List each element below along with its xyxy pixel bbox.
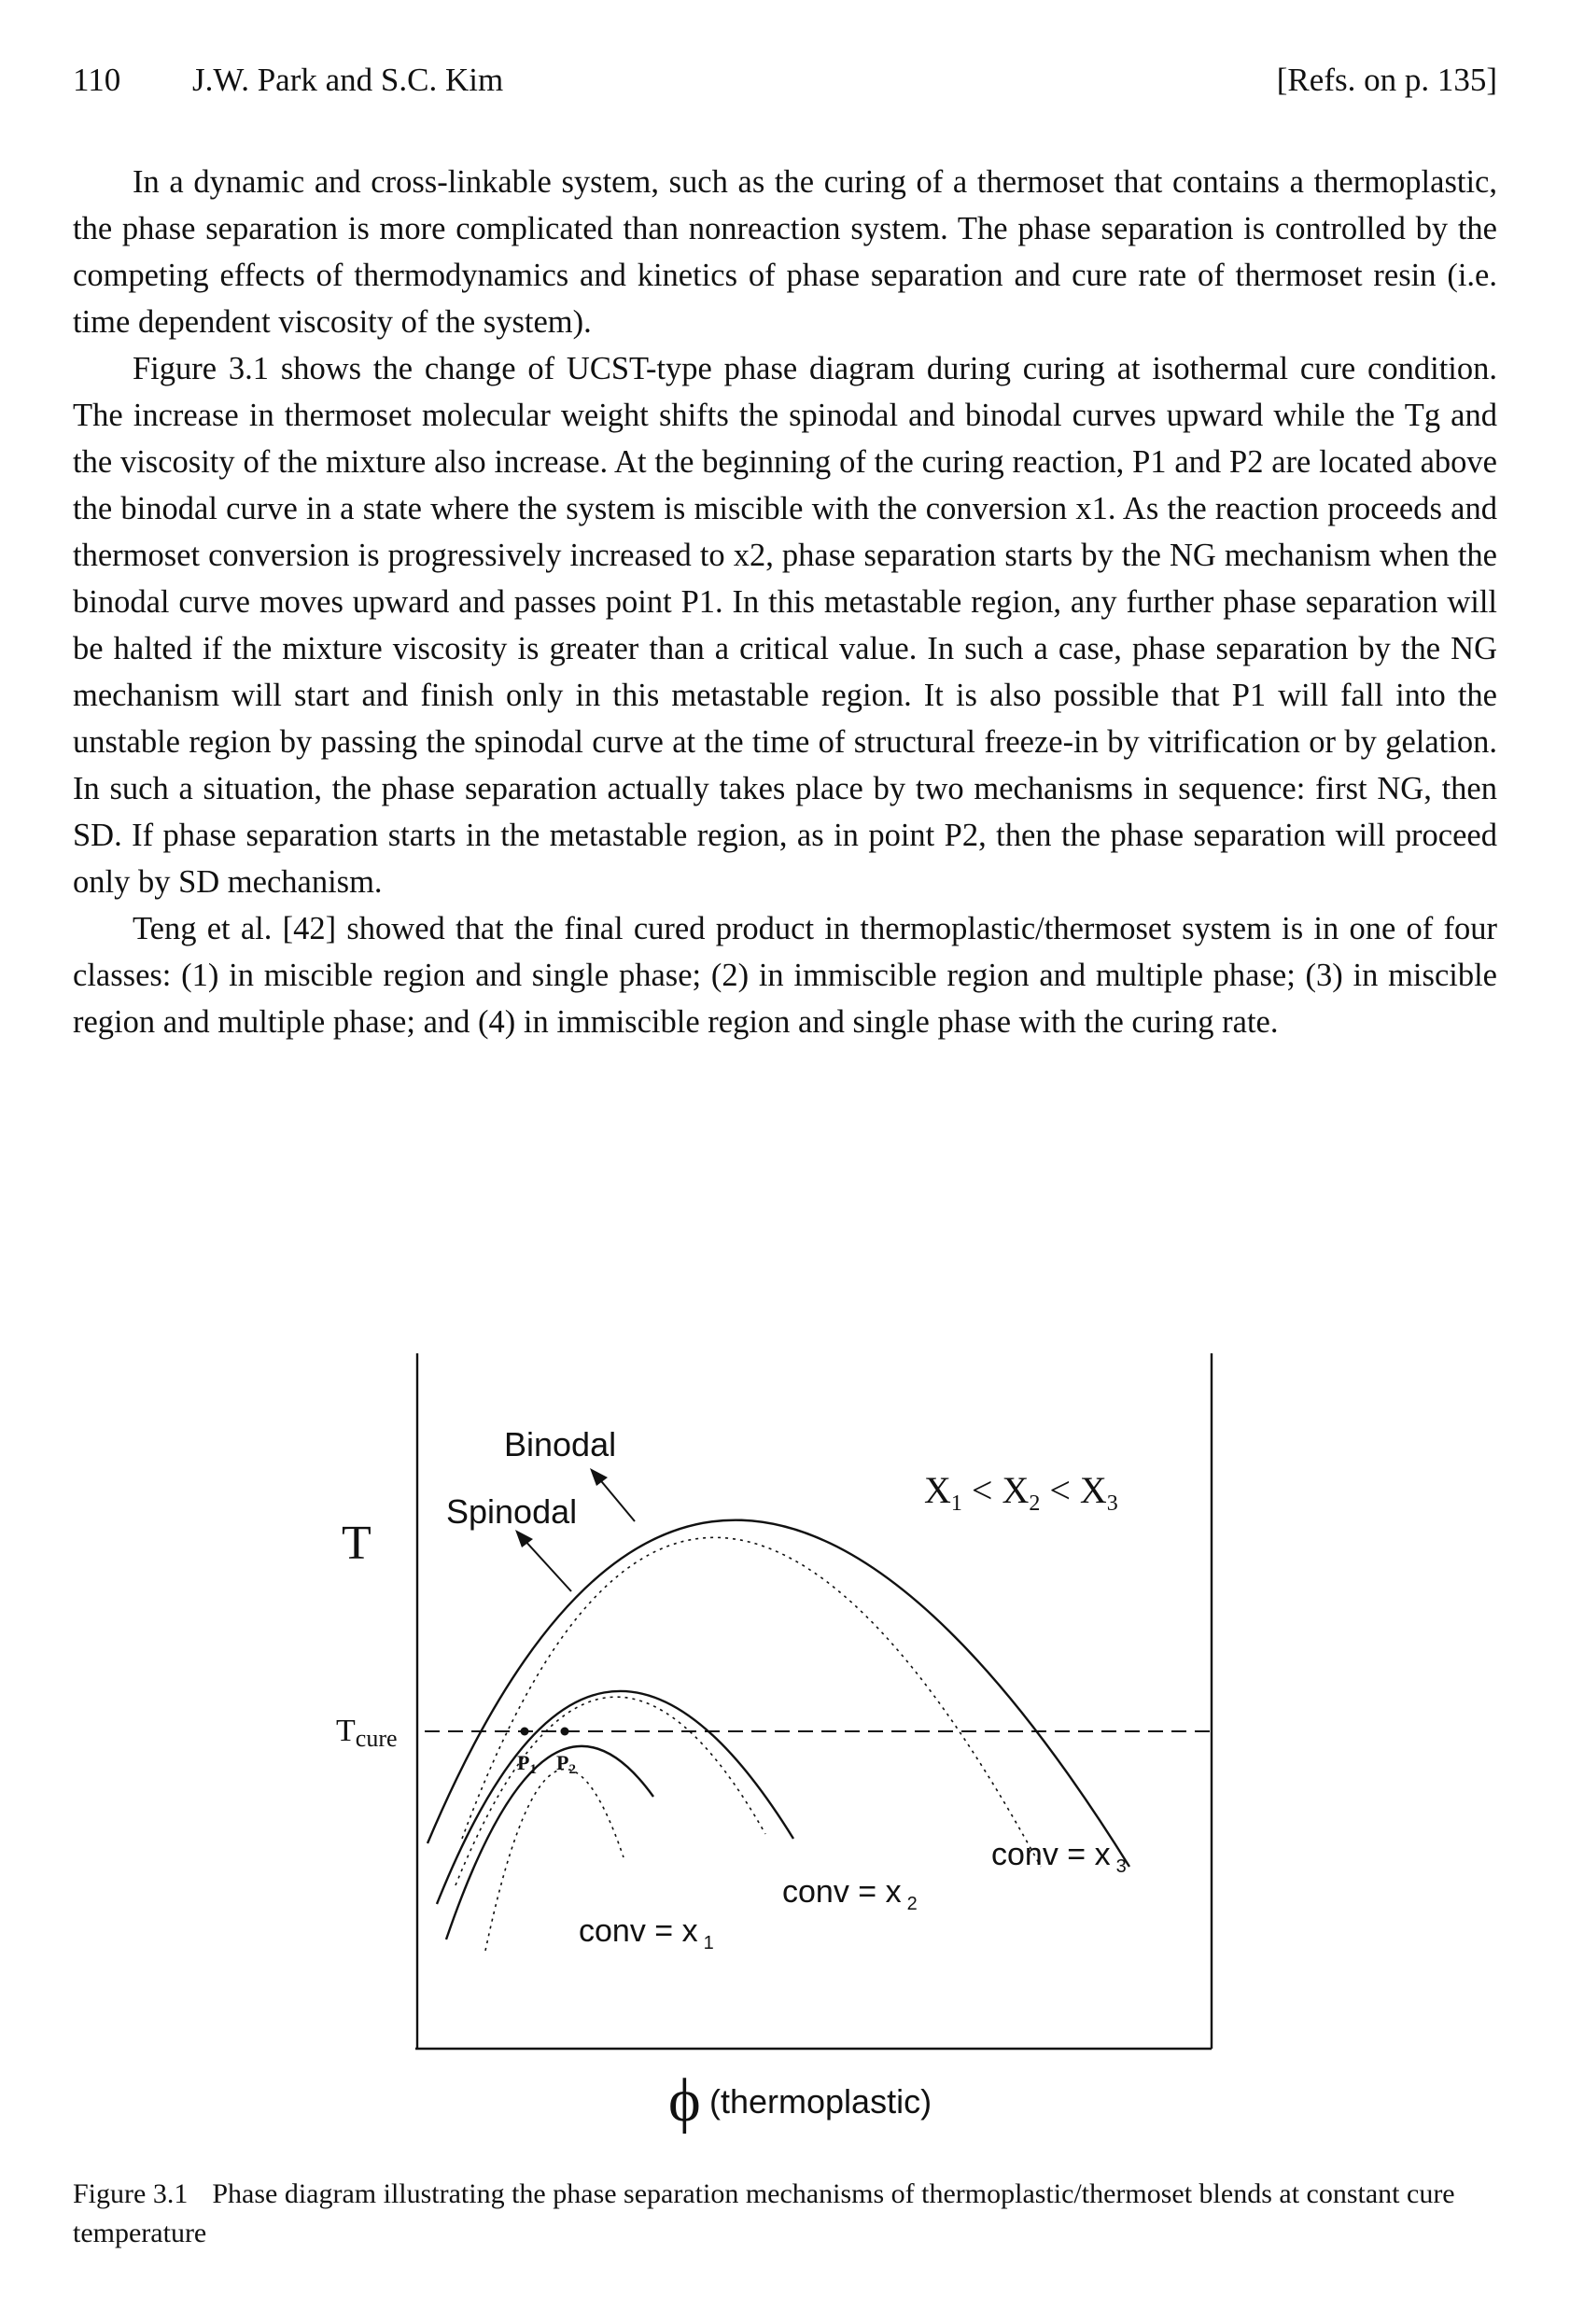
binodal-curve-x3: [426, 1519, 1131, 1868]
binodal-curve-x2: [435, 1689, 795, 1905]
spinodal-curve-x3: [461, 1536, 1042, 1868]
x-axis-symbol: ϕ: [668, 2066, 701, 2135]
phase-diagram: T Tcure Binodal Spinodal X1 < X2 < X3 P1…: [336, 1353, 1213, 2135]
caption-text: Phase diagram illustrating the phase sep…: [73, 2178, 1455, 2248]
body-text: In a dynamic and cross-linkable system, …: [73, 159, 1497, 1045]
conversion-inequality: X1 < X2 < X3: [924, 1469, 1118, 1516]
spinodal-curve-x1: [484, 1768, 624, 1952]
spinodal-label: Spinodal: [446, 1492, 577, 1531]
x-axis-label: (thermoplastic): [709, 2082, 932, 2121]
running-authors: J.W. Park and S.C. Kim: [192, 62, 504, 98]
spinodal-arrowhead: [515, 1530, 533, 1547]
figure-3-1: T Tcure Binodal Spinodal X1 < X2 < X3 P1…: [0, 1335, 1570, 2137]
tcure-label: Tcure: [336, 1714, 398, 1752]
point-p2-marker: [560, 1727, 569, 1736]
point-p2-label: P2: [556, 1751, 576, 1777]
point-p1-marker: [520, 1727, 529, 1736]
paragraph: Teng et al. [42] showed that the final c…: [73, 911, 1497, 1040]
paragraph: In a dynamic and cross-linkable system, …: [73, 164, 1497, 340]
binodal-curve-x1: [444, 1744, 654, 1940]
spinodal-arrow-line: [522, 1537, 572, 1592]
binodal-arrow-line: [596, 1476, 636, 1522]
running-header: 110 J.W. Park and S.C. Kim [Refs. on p. …: [73, 62, 1497, 108]
paragraph: Figure 3.1 shows the change of UCST-type…: [73, 351, 1497, 900]
spinodal-curve-x2: [455, 1696, 766, 1886]
binodal-arrowhead: [590, 1468, 608, 1486]
caption-label: Figure 3.1: [73, 2178, 189, 2209]
binodal-label: Binodal: [504, 1425, 616, 1463]
page-number: 110: [73, 62, 121, 98]
references-note: [Refs. on p. 135]: [1276, 62, 1497, 98]
point-p1-label: P1: [517, 1751, 537, 1777]
y-axis-label: T: [342, 1517, 371, 1570]
